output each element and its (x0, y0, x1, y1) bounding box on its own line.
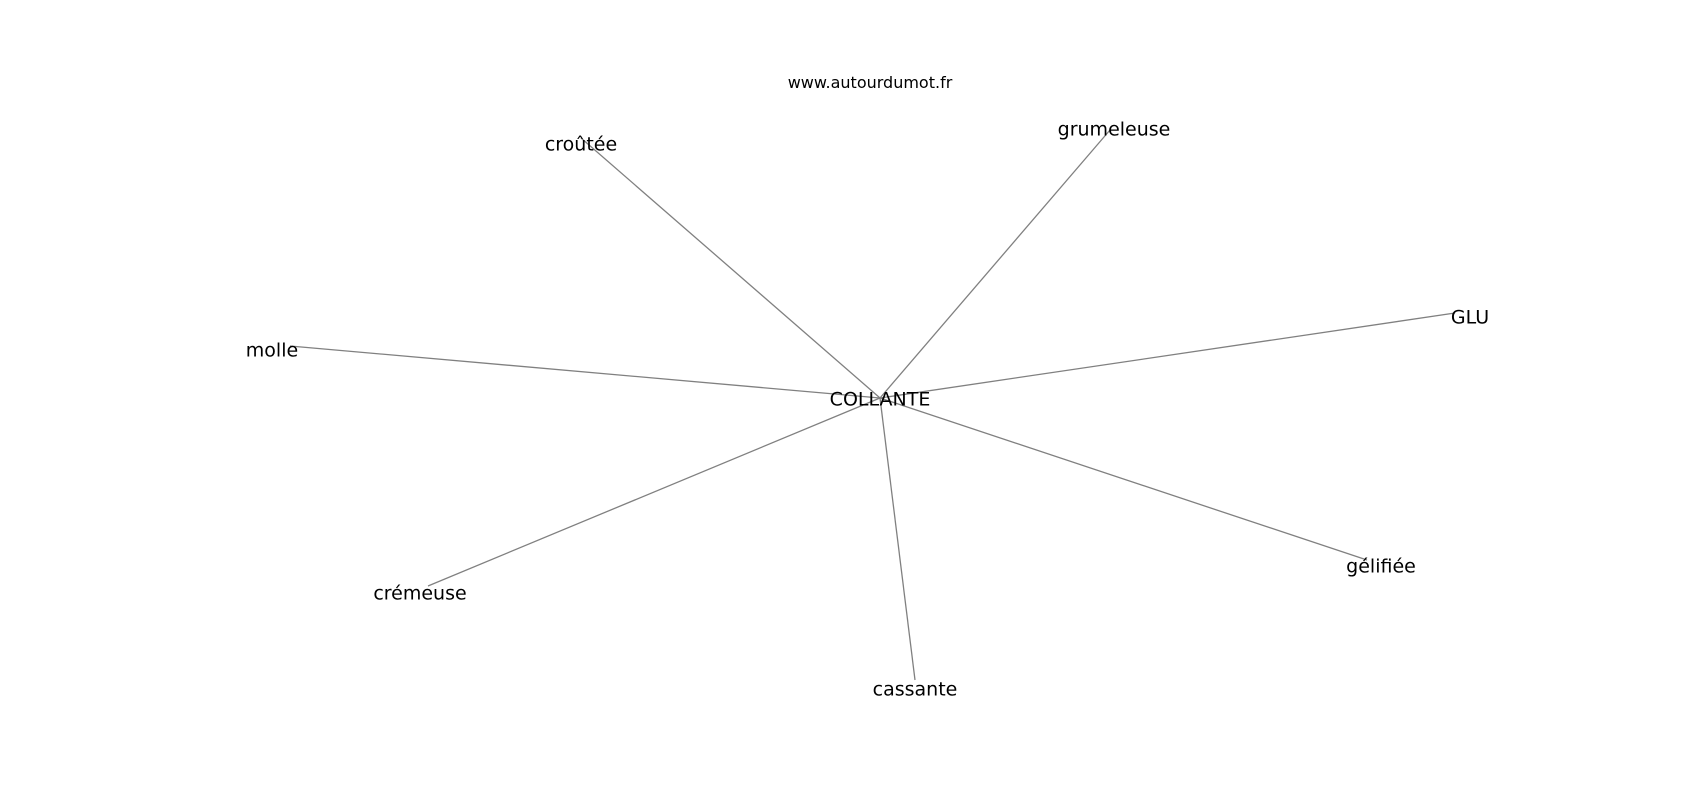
node-croutee[interactable]: croûtée (545, 134, 617, 156)
node-molle[interactable]: molle (246, 340, 298, 362)
edge-collante-cassante (879, 397, 916, 681)
site-watermark: www.autourdumot.fr (788, 73, 953, 92)
edge-collante-gelifiee (879, 397, 1368, 561)
node-glu[interactable]: GLU (1451, 307, 1489, 329)
node-gelifiee[interactable]: gélifiée (1346, 556, 1416, 578)
node-collante[interactable]: COLLANTE (830, 389, 931, 411)
edge-collante-glu (879, 312, 1456, 399)
graph-edges (289, 129, 1456, 681)
edge-collante-croutee (580, 137, 881, 399)
edge-collante-molle (289, 345, 881, 399)
node-cremeuse[interactable]: crémeuse (373, 583, 466, 605)
node-grumeleuse[interactable]: grumeleuse (1058, 119, 1171, 141)
edge-collante-cremeuse (427, 397, 881, 587)
node-cassante[interactable]: cassante (873, 679, 958, 701)
edge-collante-grumeleuse (879, 129, 1111, 399)
